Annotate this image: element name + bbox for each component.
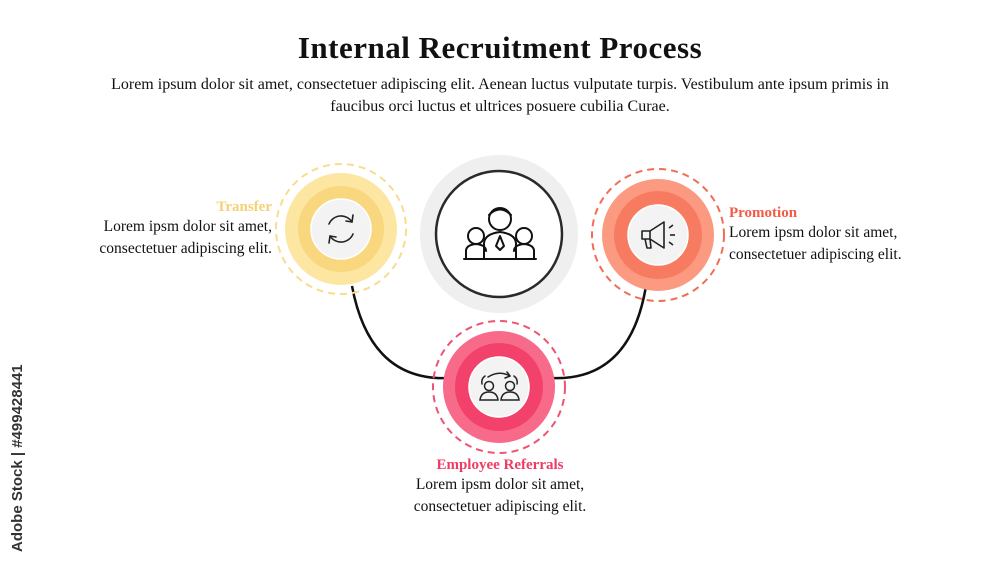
referrals-node	[432, 320, 566, 454]
team-people-icon	[463, 207, 537, 260]
transfer-description: Lorem ipsm dolor sit amet, consectetuer …	[99, 218, 272, 257]
referrals-description: Lorem ipsm dolor sit amet, consectetuer …	[413, 476, 587, 515]
transfer-node	[275, 163, 407, 295]
promotion-node	[591, 168, 725, 302]
connector-arc-right	[549, 285, 648, 380]
people-exchange-icon	[479, 371, 520, 401]
transfer-title: Transfer	[216, 199, 272, 215]
connector-arc	[350, 285, 451, 380]
center-node	[420, 155, 578, 313]
megaphone-icon	[641, 221, 675, 249]
stock-watermark: Adobe Stock | #499428441	[9, 364, 26, 552]
page-title: Internal Recruitment Process	[297, 30, 703, 65]
refresh-arrows-icon	[328, 214, 354, 244]
promotion-title: Promotion	[729, 205, 798, 221]
referrals-title: Employee Referrals	[436, 457, 564, 473]
page-subtitle: Lorem ipsum dolor sit amet, consectetuer…	[111, 76, 889, 115]
promotion-description: Lorem ipsm dolor sit amet, consectetuer …	[729, 224, 902, 263]
